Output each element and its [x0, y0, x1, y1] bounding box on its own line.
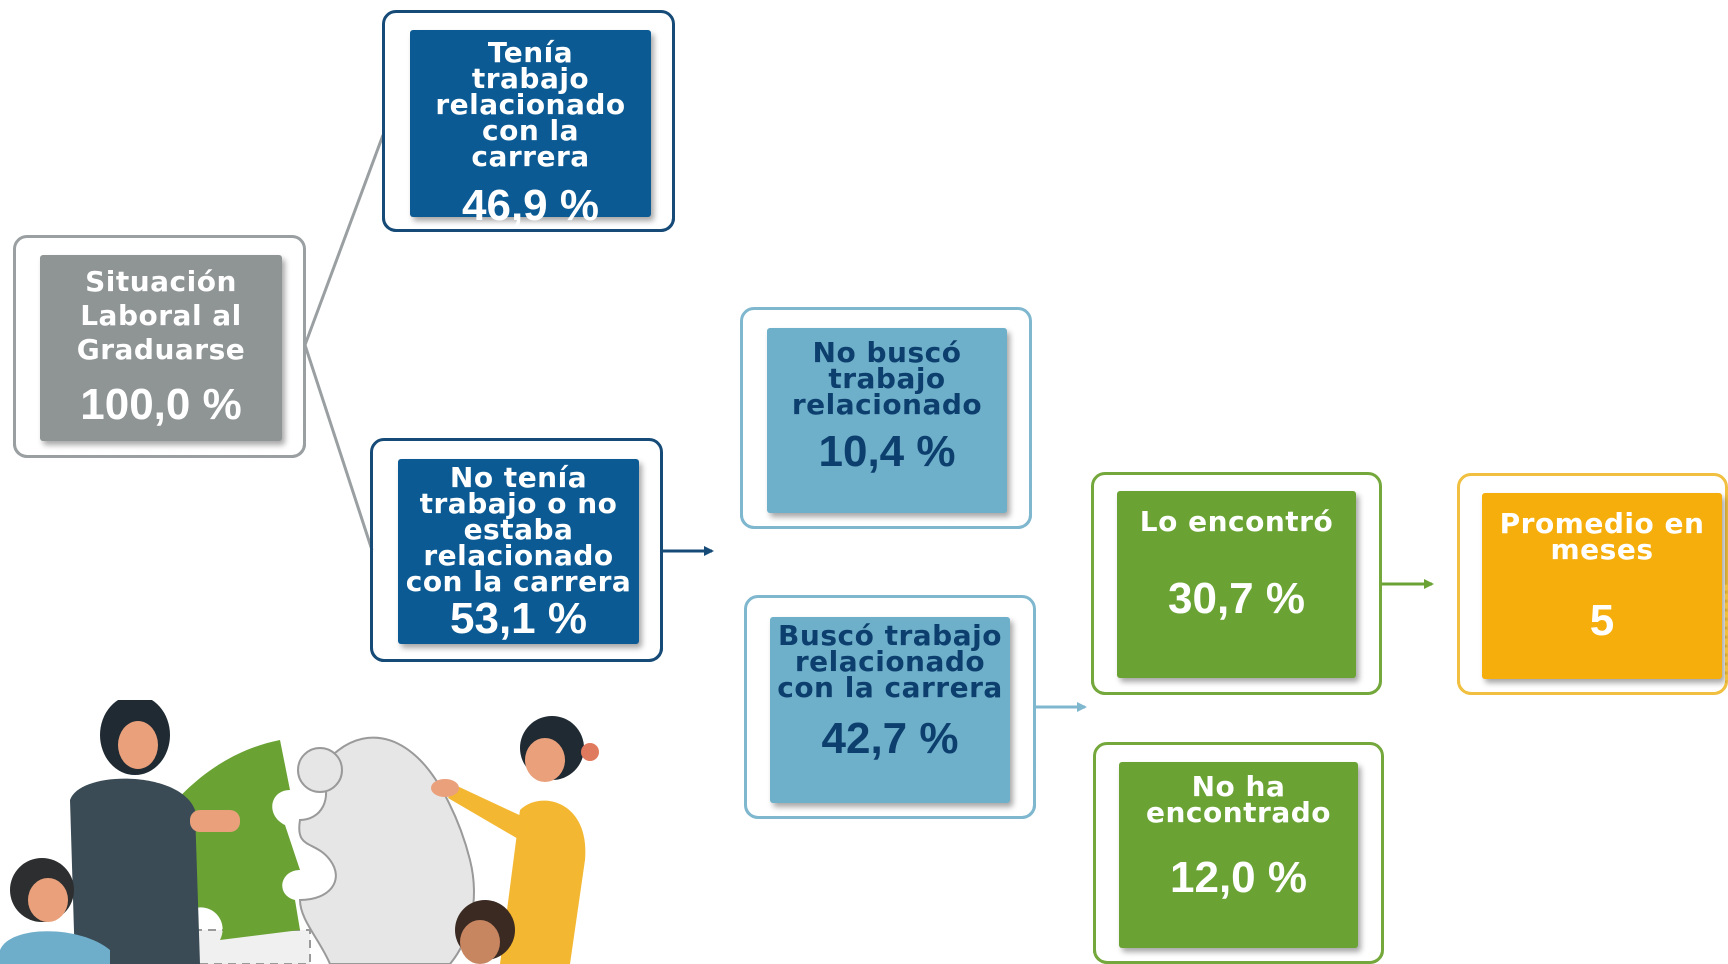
node-searched-frame: Buscó trabajo relacionado con la carrera… [744, 595, 1036, 819]
node-related: Tenía trabajo relacionado con la carrera… [410, 30, 651, 230]
gray-puzzle-piece [298, 736, 475, 964]
people-assembling-puzzle-illustration [0, 700, 599, 964]
node-average-frame: Promedio en meses 5 [1457, 473, 1728, 695]
puzzle-knob [297, 747, 343, 793]
node-not-related: No tenía trabajo o no estaba relacionado… [398, 459, 639, 644]
woman-right-arm [448, 785, 530, 840]
node-not-searched-value: 10,4 % [818, 427, 956, 476]
node-root-frame: Situación Laboral al Graduarse 100,0 % [13, 235, 306, 458]
connector-root-to-not-related [303, 344, 374, 551]
node-searched-value: 42,7 % [821, 714, 959, 763]
woman-right-face [525, 738, 565, 782]
node-found-frame: Lo encontró 30,7 % [1091, 472, 1382, 695]
node-not-related-frame: No tenía trabajo o no estaba relacionado… [370, 438, 663, 662]
node-average-label: Promedio en meses [1499, 507, 1705, 566]
node-found-label: Lo encontró [1139, 505, 1334, 538]
woman-right-body [500, 800, 586, 964]
node-related-value: 46,9 % [462, 181, 599, 230]
node-not-searched-label: No buscó trabajo relacionado [791, 336, 983, 421]
node-not-related-label: No tenía trabajo o no estaba relacionado… [405, 461, 632, 598]
node-root-value: 100,0 % [80, 380, 242, 429]
woman-left-face [118, 721, 158, 769]
node-found: Lo encontró 30,7 % [1117, 491, 1356, 678]
node-root: Situación Laboral al Graduarse 100,0 % [40, 255, 282, 441]
connector-root-to-related [303, 134, 385, 346]
node-not-found-label: No ha encontrado [1145, 770, 1332, 829]
node-not-found-frame: No ha encontrado 12,0 % [1093, 742, 1384, 964]
node-root-label: Situación Laboral al Graduarse [76, 265, 246, 366]
node-average: Promedio en meses 5 [1482, 493, 1722, 679]
man-left-face [28, 878, 68, 922]
woman-left-arm [190, 810, 240, 832]
node-found-value: 30,7 % [1168, 574, 1305, 623]
node-not-related-value: 53,1 % [450, 594, 587, 643]
node-not-found-value: 12,0 % [1170, 853, 1307, 902]
node-related-frame: Tenía trabajo relacionado con la carrera… [382, 10, 675, 232]
node-not-searched: No buscó trabajo relacionado 10,4 % [767, 328, 1007, 513]
woman-right-hair-tie [581, 743, 599, 761]
man-left-body [0, 931, 110, 964]
node-related-label: Tenía trabajo relacionado con la carrera [435, 36, 626, 173]
node-not-searched-frame: No buscó trabajo relacionado 10,4 % [740, 307, 1032, 529]
node-not-found: No ha encontrado 12,0 % [1119, 762, 1358, 948]
woman-left-body [70, 778, 200, 964]
node-searched-label: Buscó trabajo relacionado con la carrera [777, 619, 1003, 704]
woman-right-hand [431, 779, 459, 797]
node-average-value: 5 [1589, 596, 1615, 645]
man-right-face [460, 920, 500, 964]
node-searched: Buscó trabajo relacionado con la carrera… [770, 617, 1010, 803]
